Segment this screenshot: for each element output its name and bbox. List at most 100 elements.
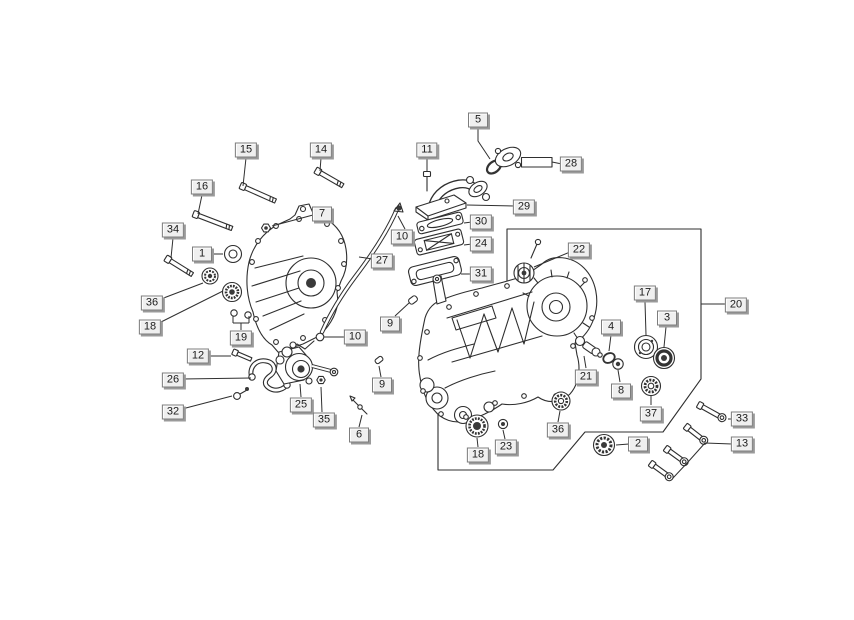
part-label-4-31[interactable]: 4	[601, 319, 621, 335]
part-label-10-30[interactable]: 10	[343, 329, 367, 345]
leader-line-13	[704, 442, 733, 445]
bracket-26	[248, 358, 291, 393]
intake-manifold-29	[415, 175, 491, 221]
part-label-3-17[interactable]: 3	[657, 310, 677, 326]
part-label-19-21[interactable]: 19	[229, 330, 253, 346]
part-label-37-34[interactable]: 37	[639, 406, 663, 422]
dowel-9-upper	[408, 295, 418, 305]
right-crankcase-drawing	[417, 238, 598, 425]
gasket-30	[416, 211, 464, 235]
leader-lines-layer	[158, 128, 733, 479]
leader-line-32	[181, 395, 233, 410]
part-label-6-29[interactable]: 6	[349, 427, 369, 443]
leader-line-7	[271, 214, 314, 227]
part-label-30-10[interactable]: 30	[469, 214, 493, 230]
part-label-28-5[interactable]: 28	[559, 156, 583, 172]
leader-line-15	[242, 157, 247, 187]
part-label-35-26[interactable]: 35	[312, 412, 336, 428]
plug-19a	[230, 309, 238, 317]
part-label-26-23[interactable]: 26	[161, 372, 185, 388]
part-label-31-12[interactable]: 31	[469, 266, 493, 282]
leader-line-10	[397, 215, 406, 230]
plug-19b	[244, 311, 252, 319]
part-label-17-16[interactable]: 17	[633, 285, 657, 301]
part-label-7-6[interactable]: 7	[312, 206, 332, 222]
leader-line-6	[358, 414, 363, 428]
part-label-29-9[interactable]: 29	[512, 199, 536, 215]
part-label-1-8[interactable]: 1	[192, 246, 212, 262]
leader-line-9	[394, 302, 410, 317]
union-cover-28	[494, 146, 553, 169]
part-label-33-39[interactable]: 33	[730, 411, 754, 427]
nut-35	[316, 375, 326, 385]
part-label-9-28[interactable]: 9	[372, 377, 392, 393]
part-label-36-19[interactable]: 36	[140, 295, 164, 311]
leader-line-36	[160, 282, 204, 300]
part-label-21-32[interactable]: 21	[574, 369, 598, 385]
leader-line-26	[181, 377, 252, 380]
bolt-16	[191, 210, 234, 232]
bearing-37	[640, 375, 662, 397]
oil-seal-36-left	[201, 267, 219, 285]
leader-line-18	[158, 290, 224, 324]
screw-11	[422, 170, 432, 192]
bushing-23	[497, 418, 509, 430]
leader-line-9	[378, 365, 382, 378]
part-label-2-36[interactable]: 2	[628, 436, 648, 452]
nut-7	[260, 223, 272, 233]
part-label-8-33[interactable]: 8	[611, 383, 631, 399]
bearing-18-right	[465, 414, 489, 438]
part-label-22-15[interactable]: 22	[567, 242, 591, 258]
circlip-4	[602, 352, 616, 364]
part-label-27-14[interactable]: 27	[370, 253, 394, 269]
left-cover-drawing	[230, 203, 348, 356]
part-label-18-20[interactable]: 18	[138, 319, 162, 335]
leader-line-4	[608, 334, 612, 352]
shaft-21	[574, 335, 603, 358]
part-label-11-3[interactable]: 11	[416, 142, 438, 158]
bearing-17	[633, 334, 659, 360]
leader-line-5	[477, 128, 491, 160]
reed-valve-24	[413, 228, 465, 256]
dowel-9-lower	[374, 355, 384, 365]
clip-32	[233, 387, 249, 400]
bushing-22	[513, 262, 535, 284]
part-label-5-4[interactable]: 5	[468, 112, 488, 128]
bolt-13-c	[648, 460, 674, 482]
cover-bolt-holes	[249, 216, 347, 345]
part-label-15-0[interactable]: 15	[234, 142, 258, 158]
part-label-24-11[interactable]: 24	[469, 236, 493, 252]
part-label-18-37[interactable]: 18	[466, 447, 490, 463]
screws-6	[349, 395, 368, 415]
screw-12	[231, 348, 253, 362]
bolt-33	[696, 401, 727, 423]
part-label-34-7[interactable]: 34	[161, 222, 185, 238]
leader-line-17	[644, 301, 647, 336]
leader-line-27	[358, 256, 374, 260]
part-label-12-22[interactable]: 12	[186, 348, 210, 364]
bearing-36-right	[551, 391, 571, 411]
oil-seal-1	[223, 244, 243, 264]
leader-line-34	[170, 237, 174, 259]
leader-line-14	[319, 157, 322, 172]
bearing-2	[592, 433, 616, 457]
part-label-25-25[interactable]: 25	[289, 397, 313, 413]
oil-pump-25	[275, 341, 339, 385]
bearing-18-left	[221, 281, 243, 303]
part-label-36-35[interactable]: 36	[546, 422, 570, 438]
part-label-20-18[interactable]: 20	[724, 297, 748, 313]
leader-line-18	[476, 437, 479, 448]
part-label-14-1[interactable]: 14	[309, 142, 333, 158]
part-label-23-38[interactable]: 23	[494, 439, 518, 455]
part-label-32-24[interactable]: 32	[161, 404, 185, 420]
leader-line-25	[299, 383, 302, 398]
leader-line-36	[557, 410, 561, 423]
leader-line-22	[533, 251, 571, 268]
part-label-9-27[interactable]: 9	[380, 316, 400, 332]
part-label-16-2[interactable]: 16	[190, 179, 214, 195]
leader-line-23	[502, 429, 506, 440]
part-label-13-40[interactable]: 13	[730, 436, 754, 452]
part-label-10-13[interactable]: 10	[390, 229, 414, 245]
